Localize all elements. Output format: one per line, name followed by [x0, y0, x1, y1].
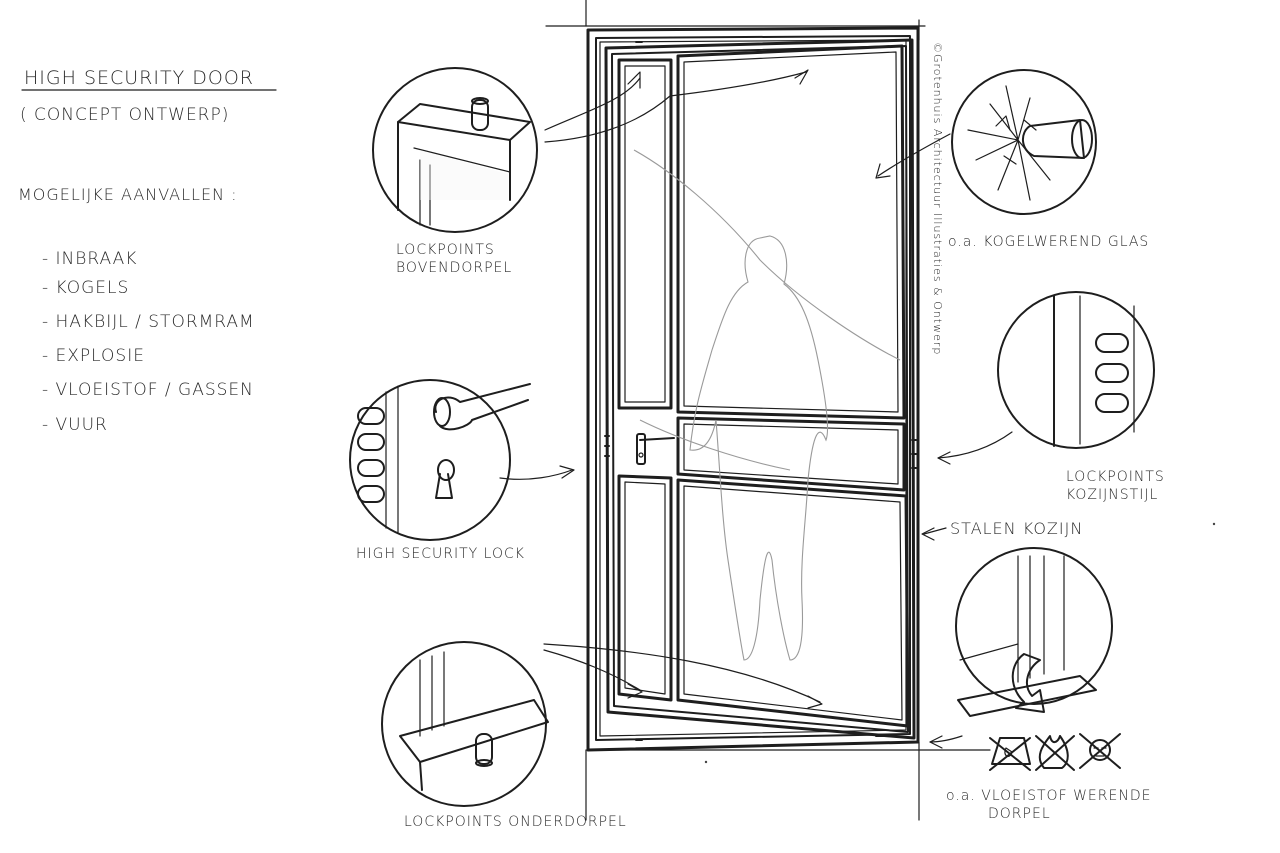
no-fire-icon [1035, 735, 1075, 771]
sketch-title: HIGH SECURITY DOOR [24, 67, 254, 89]
label-top-lockpoints-1: LOCKPOINTS [396, 242, 495, 258]
label-bulletproof-glass: o.a. KOGELWEREND GLAS [948, 234, 1149, 250]
glass-pane-bottom-left [617, 474, 673, 702]
label-top-lockpoints-2: BOVENDORPEL [396, 260, 512, 276]
copyright-text: ©Grotenhuis Architectuur Illustraties & … [931, 42, 944, 355]
pencil-dot [704, 760, 708, 764]
arrow-bulletproof-glass [877, 133, 951, 177]
threats-heading: MOGELIJKE AANVALLEN : [18, 185, 238, 204]
detail-bottom-lockpoints [381, 641, 549, 807]
glass-pane-top-right [676, 44, 906, 420]
lockpoint-marks [604, 41, 917, 741]
arrow-steel-frame [923, 527, 947, 535]
threat-item: - VUUR [42, 415, 108, 435]
label-bottom-lockpoints: LOCKPOINTS ONDERDORPEL [404, 814, 627, 830]
label-threshold-2: DORPEL [988, 806, 1051, 822]
detail-high-security-lock [349, 379, 531, 541]
label-frame-lockpoints-1: LOCKPOINTS [1066, 469, 1165, 485]
arrow-threshold [929, 735, 963, 743]
label-threshold-1: o.a. VLOEISTOF WERENDE [946, 788, 1151, 804]
threat-item: - VLOEISTOF / GASSEN [42, 380, 254, 400]
detail-top-lockpoints [372, 67, 538, 233]
middle-panel [676, 416, 906, 492]
threat-item: - INBRAAK [42, 249, 137, 269]
glass-pane-bottom-right [676, 478, 910, 728]
person-silhouette [633, 149, 901, 661]
threat-item: - EXPLOSIE [42, 346, 145, 366]
arrow-bottom-lockpoints [543, 649, 641, 691]
door-leaf [604, 38, 916, 740]
label-high-security-lock: HIGH SECURITY LOCK [356, 546, 525, 562]
detail-bulletproof-glass [951, 69, 1097, 215]
arrow-high-security-lock [499, 469, 573, 480]
arrow-frame-lockpoints [937, 431, 1013, 459]
door-handle [636, 433, 675, 465]
threat-item: - KOGELS [42, 278, 129, 298]
threat-item: - HAKBIJL / STORMRAM [42, 312, 255, 332]
no-liquid-icon [989, 737, 1031, 771]
steel-frame [586, 26, 920, 752]
label-steel-frame: STALEN KOZIJN [950, 519, 1083, 538]
detail-threshold [955, 547, 1113, 717]
no-gas-icon [1079, 733, 1121, 769]
label-frame-lockpoints-2: KOZIJNSTIJL [1066, 487, 1158, 503]
detail-frame-lockpoints [997, 291, 1155, 449]
arrow-top-lockpoints [544, 95, 671, 143]
pencil-dot [1212, 522, 1216, 526]
sketch-subtitle: ( CONCEPT ONTWERP) [20, 105, 229, 125]
glass-pane-top-left [617, 58, 673, 410]
